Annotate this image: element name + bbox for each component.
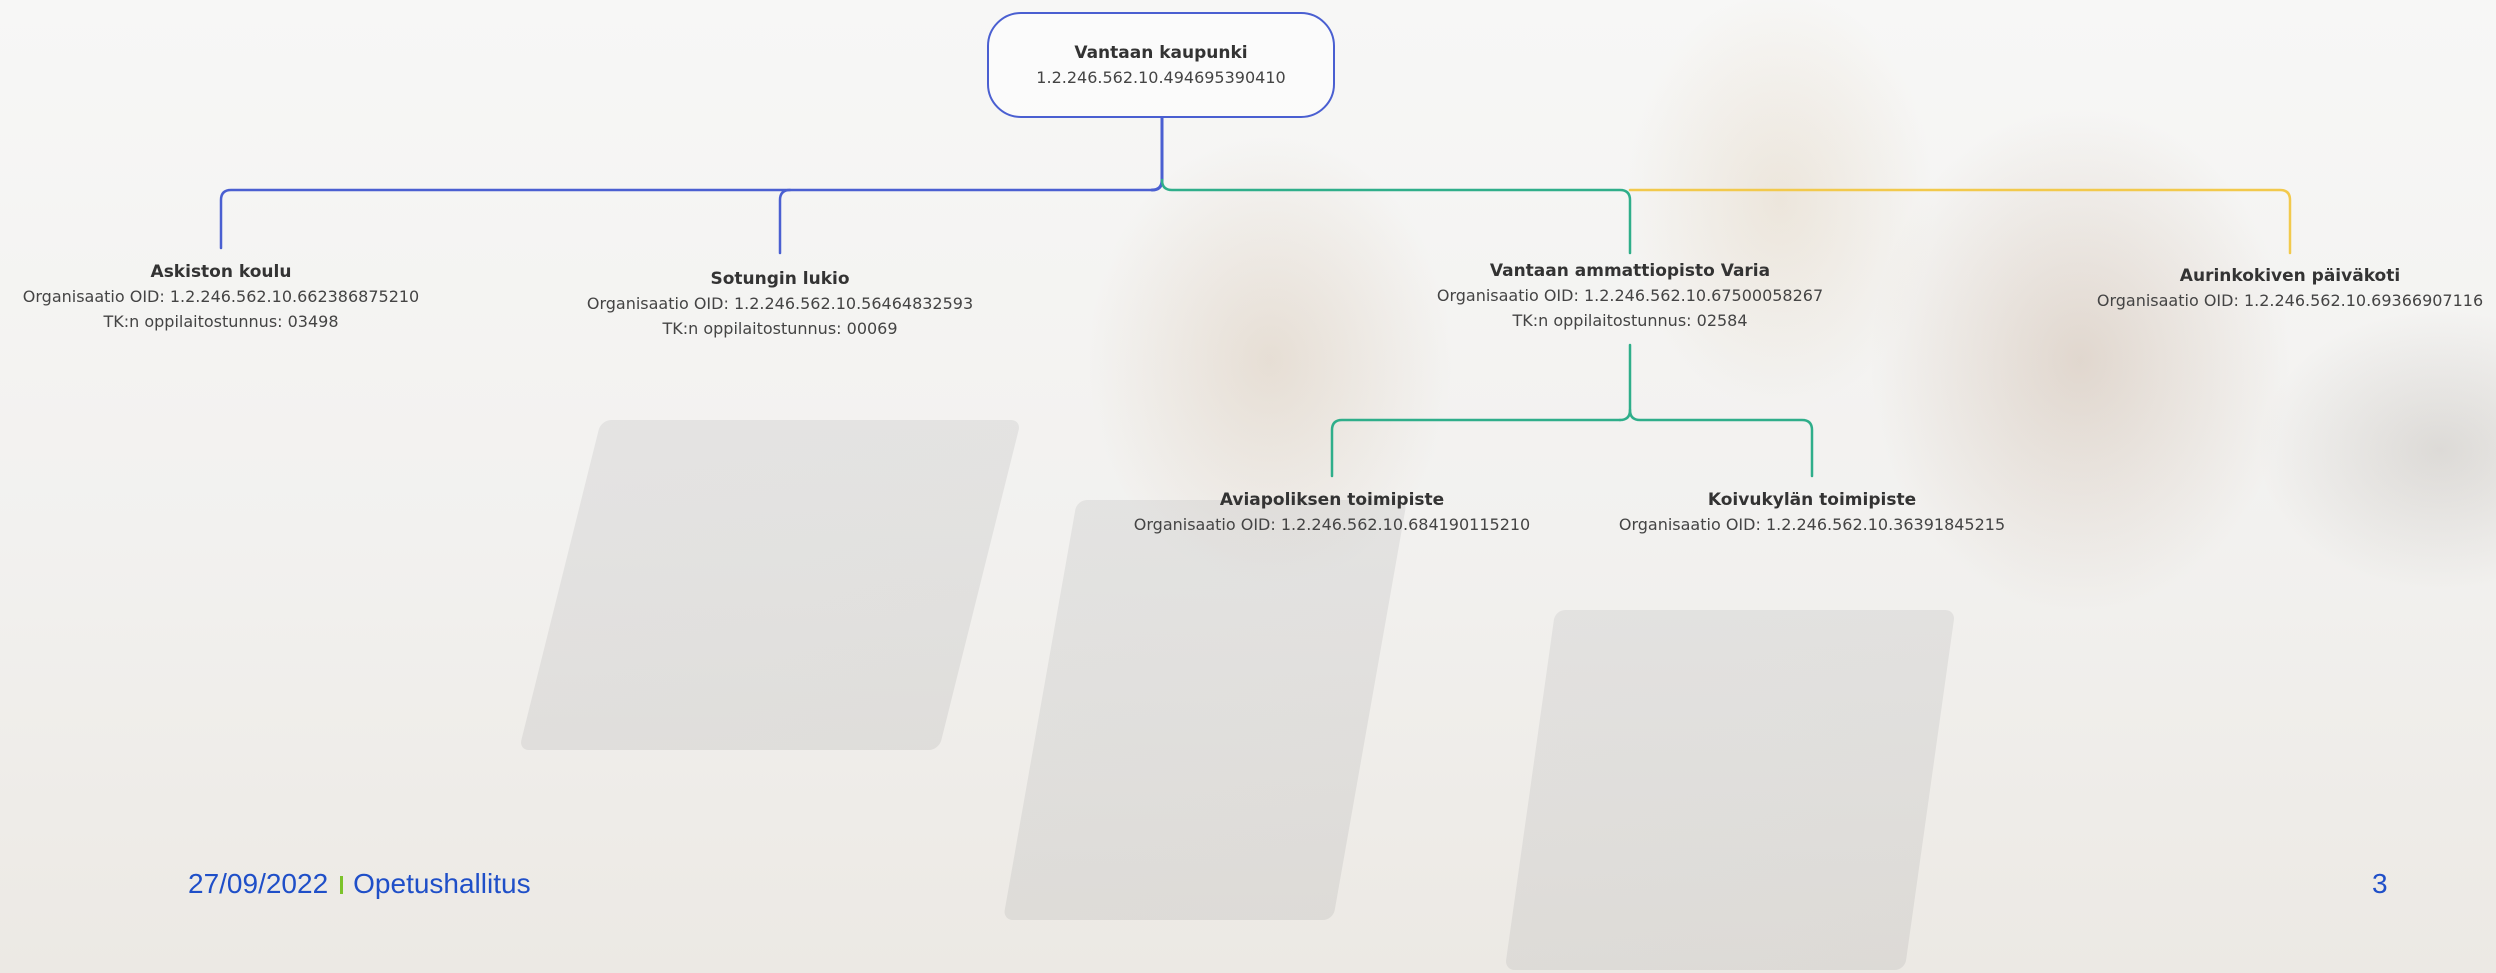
connector-aviapolis [1330,418,1622,478]
node-oid: Organisaatio OID: 1.2.246.562.10.6750005… [1436,286,1824,305]
node-name: Sotungin lukio [710,269,850,289]
footer-date: 27/09/2022 [188,868,329,899]
footer: 27/09/2022 Opetushallitus [188,868,531,900]
connector-varia-trunk [1618,343,1632,422]
node-askiston-koulu: Askiston koulu Organisaatio OID: 1.2.246… [23,260,419,334]
node-koivukylan-toimipiste: Koivukylän toimipiste Organisaatio OID: … [1619,488,2005,537]
node-oid: Organisaatio OID: 1.2.246.562.10.6623868… [22,287,420,306]
node-sotungin-lukio: Sotungin lukio Organisaatio OID: 1.2.246… [587,267,973,341]
node-aurinkokiven-paivakoti: Aurinkokiven päiväkoti Organisaatio OID:… [2097,264,2483,313]
node-aviapoliksen-toimipiste: Aviapoliksen toimipiste Organisaatio OID… [1134,488,1530,537]
connector-root-trunk [1150,116,1164,192]
footer-separator [340,876,344,894]
connector-varia [1160,178,1632,255]
node-name: Vantaan ammattiopisto Varia [1489,261,1771,281]
node-vantaan-ammattiopisto-varia: Vantaan ammattiopisto Varia Organisaatio… [1437,259,1823,333]
connector-koivukyla [1628,408,1814,478]
node-oid: Organisaatio OID: 1.2.246.562.10.3639184… [1618,515,2006,534]
root-node-oid: 1.2.246.562.10.494695390410 [1036,68,1286,87]
node-oid: Organisaatio OID: 1.2.246.562.10.5646483… [586,294,974,313]
connector-sotungin [778,188,792,255]
root-node-name: Vantaan kaupunki [1074,43,1248,63]
slide-page-number: 3 [2372,868,2388,899]
node-oid: Organisaatio OID: 1.2.246.562.10.6936690… [2096,291,2484,310]
node-institution-code: TK:n oppilaitostunnus: 02584 [1512,311,1748,330]
node-institution-code: TK:n oppilaitostunnus: 00069 [662,319,898,338]
node-name: Askiston koulu [150,262,292,282]
node-oid: Organisaatio OID: 1.2.246.562.10.6841901… [1133,515,1531,534]
node-name: Aviapoliksen toimipiste [1219,490,1445,510]
connector-askiston [219,188,1154,250]
node-name: Koivukylän toimipiste [1707,490,1917,510]
connector-aurinkokivi [1628,188,2292,255]
node-institution-code: TK:n oppilaitostunnus: 03498 [103,312,339,331]
footer-organization: Opetushallitus [353,868,531,899]
root-node: Vantaan kaupunki 1.2.246.562.10.49469539… [987,12,1335,118]
node-name: Aurinkokiven päiväkoti [2179,266,2401,286]
